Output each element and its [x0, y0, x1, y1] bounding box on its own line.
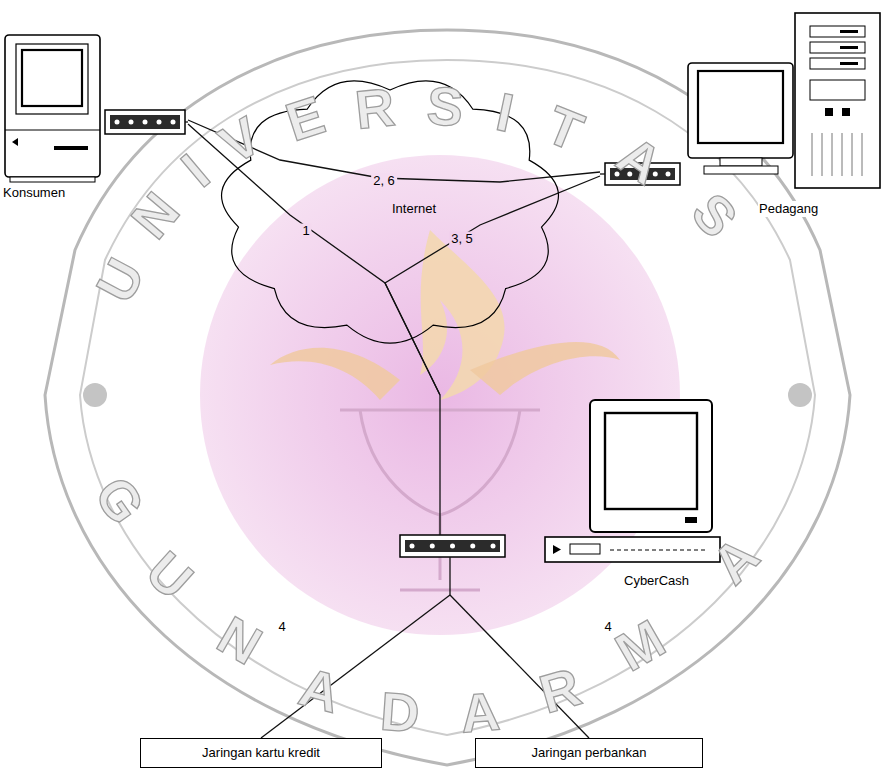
watermark-letter: N — [122, 183, 188, 248]
watermark-dot — [83, 383, 107, 407]
cloud-outline — [222, 81, 559, 343]
edge-label-anchor: 2, 6 — [384, 178, 410, 196]
edge-label-anchor: 4 — [282, 624, 293, 642]
shield-outline — [45, 30, 850, 765]
network-box: Jaringan kartu kredit — [140, 738, 382, 768]
watermark-letter: U — [137, 542, 202, 608]
node-label: Konsumen — [2, 185, 66, 201]
flame — [270, 348, 400, 400]
callout-number: 4 — [602, 620, 613, 635]
modem-icon — [400, 535, 505, 557]
connection-line — [385, 176, 600, 395]
watermark-letter: S — [425, 78, 465, 134]
edge-label-anchor: 3, 5 — [462, 236, 488, 254]
modem-icon — [105, 110, 185, 134]
watermark-disc — [200, 155, 680, 635]
computer-node: CyberCash — [395, 395, 725, 595]
computer-node: Konsumen — [2, 30, 188, 203]
connection-line — [261, 595, 450, 738]
watermark-dot — [788, 383, 812, 407]
watermark-letter: E — [280, 87, 331, 149]
modem-icon — [605, 163, 680, 185]
watermark-letter: R — [534, 659, 586, 722]
node-label: Pedagang — [758, 201, 819, 217]
callout-number: 2, 6 — [371, 174, 397, 189]
callout-number: 3, 5 — [449, 232, 475, 247]
watermark-letter: G — [86, 467, 154, 532]
watermark-letter: A — [294, 659, 346, 721]
watermark-letter: A — [458, 683, 502, 740]
node-label: Internet — [391, 201, 437, 217]
flame — [470, 342, 620, 395]
watermark-letter: I — [172, 144, 218, 195]
cable — [449, 557, 450, 595]
watermark-letter: U — [87, 250, 153, 310]
cable — [600, 173, 605, 174]
cable — [439, 395, 440, 535]
cable — [185, 121, 188, 122]
shield-inner-outline — [80, 60, 815, 735]
watermark-letter: S — [683, 184, 747, 247]
watermark-letter: R — [353, 79, 397, 137]
computer-node-art — [2, 30, 188, 203]
callout-number: 4 — [276, 620, 287, 635]
node-label: Jaringan kartu kredit — [202, 745, 320, 761]
computer-icon — [5, 35, 100, 182]
edge-label-anchor: 1 — [306, 228, 317, 246]
node-label: Jaringan perbankan — [532, 745, 647, 761]
connection-line — [188, 124, 440, 395]
watermark-letter: N — [210, 607, 271, 673]
watermark-letter: V — [211, 108, 269, 173]
watermark-letter: D — [379, 684, 422, 741]
computer-icon — [688, 13, 880, 188]
node-label: CyberCash — [623, 573, 690, 589]
callout-number: 1 — [300, 224, 311, 239]
watermark-letter: T — [540, 97, 591, 159]
watermark-letter: M — [607, 610, 673, 679]
computer-icon — [545, 400, 720, 562]
computer-node-art — [395, 395, 725, 595]
network-box: Jaringan perbankan — [475, 738, 703, 768]
